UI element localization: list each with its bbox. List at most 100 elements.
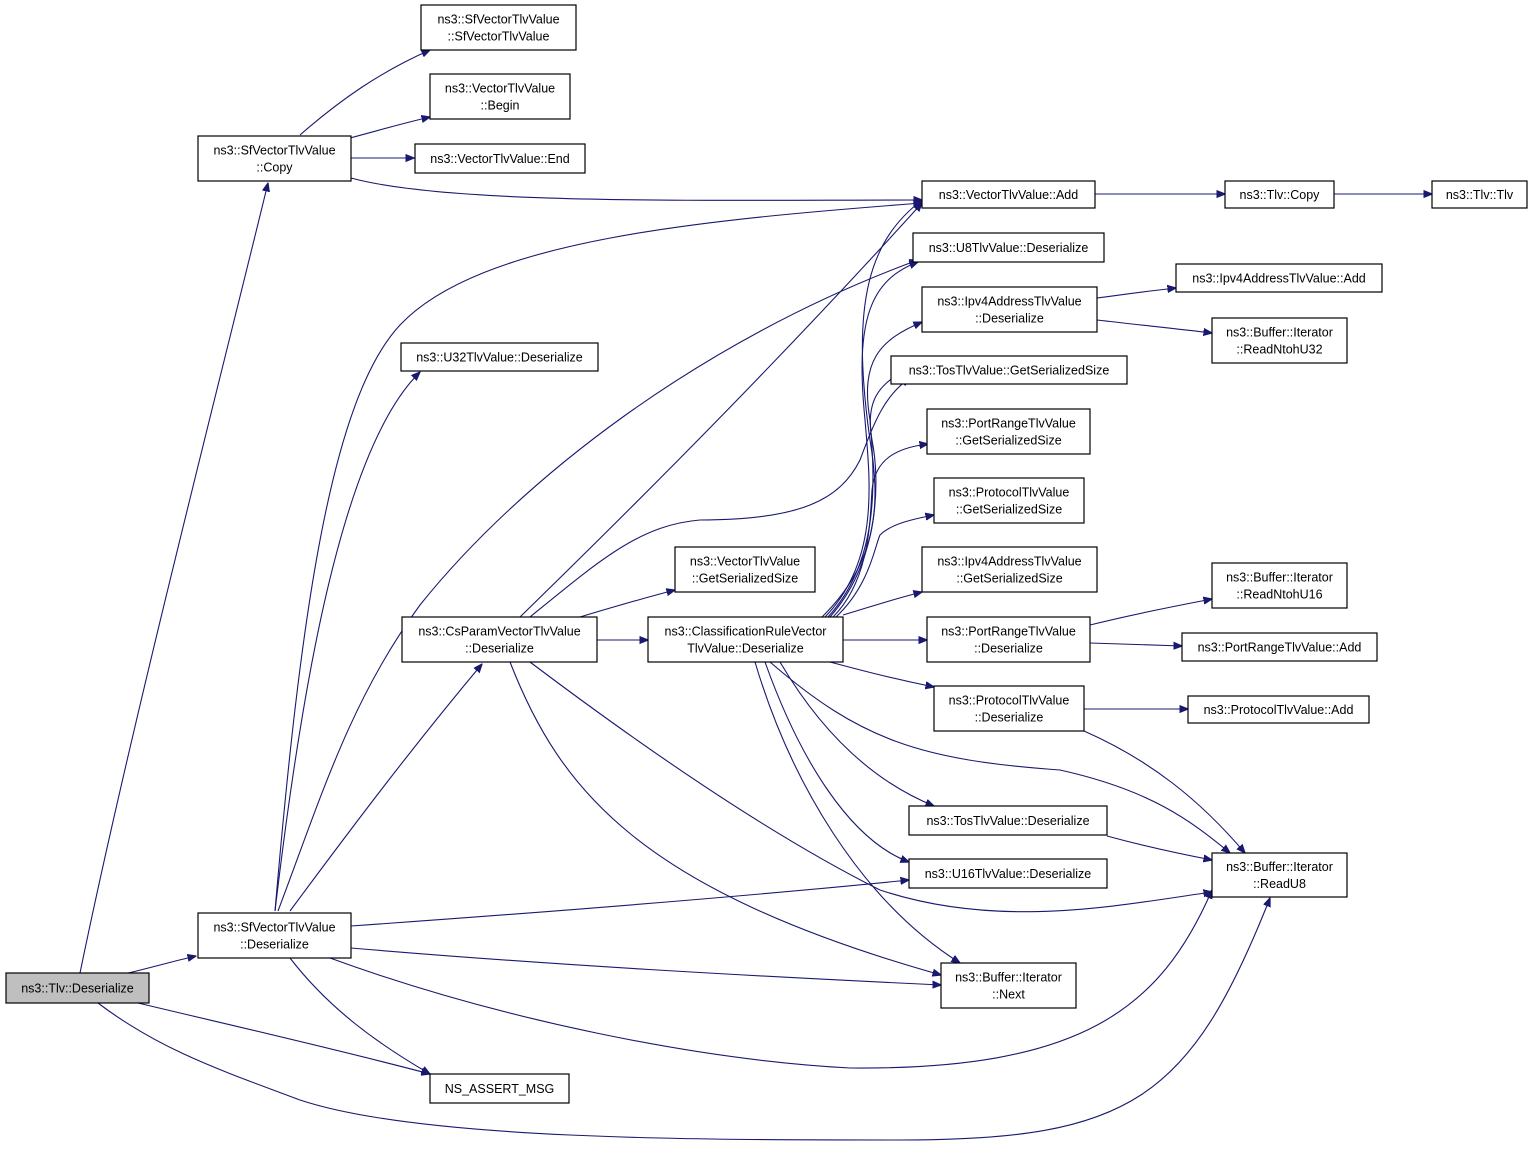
node-label: ns3::SfVectorTlvValue xyxy=(437,13,559,27)
node-vector-getsize[interactable]: ns3::VectorTlvValue::GetSerializedSize xyxy=(674,546,816,593)
edge xyxy=(1096,288,1176,299)
edge xyxy=(79,183,268,974)
edge xyxy=(299,50,430,136)
edge xyxy=(769,661,1230,853)
node-ipv4-add[interactable]: ns3::Ipv4AddressTlvValue::Add xyxy=(1175,263,1383,293)
node-label: ns3::PortRangeTlvValue xyxy=(941,625,1076,639)
edge xyxy=(274,372,420,912)
edge xyxy=(821,200,922,618)
node-label: ns3::U32TlvValue::Deserialize xyxy=(416,351,583,365)
edge xyxy=(97,898,1270,1141)
node-classification-deserialize[interactable]: ns3::ClassificationRuleVectorTlvValue::D… xyxy=(647,616,844,663)
edge xyxy=(289,664,482,912)
node-label: ::GetSerializedSize xyxy=(956,503,1062,517)
node-tlv-tlv[interactable]: ns3::Tlv::Tlv xyxy=(1431,180,1528,209)
node-label: ns3::U8TlvValue::Deserialize xyxy=(929,241,1089,255)
edge xyxy=(1089,599,1212,626)
node-read-ntohu32[interactable]: ns3::Buffer::Iterator::ReadNtohU32 xyxy=(1211,317,1348,364)
node-box xyxy=(921,180,1096,209)
edge xyxy=(832,444,928,618)
edge xyxy=(350,947,941,985)
node-ipv4-deserialize[interactable]: ns3::Ipv4AddressTlvValue::Deserialize xyxy=(921,286,1098,333)
node-box xyxy=(926,616,1091,663)
node-portrange-add[interactable]: ns3::PortRangeTlvValue::Add xyxy=(1181,632,1378,662)
node-label: ::GetSerializedSize xyxy=(692,572,798,586)
node-vector-add[interactable]: ns3::VectorTlvValue::Add xyxy=(921,180,1096,209)
node-label: ::ReadNtohU16 xyxy=(1236,588,1322,602)
node-sfvector-ctor[interactable]: ns3::SfVectorTlvValue::SfVectorTlvValue xyxy=(420,4,577,51)
edge xyxy=(1106,835,1212,860)
node-portrange-getsize[interactable]: ns3::PortRangeTlvValue::GetSerializedSiz… xyxy=(926,408,1091,455)
edge xyxy=(779,661,934,806)
node-box xyxy=(1211,852,1348,898)
node-ipv4-getsize[interactable]: ns3::Ipv4AddressTlvValue::GetSerializedS… xyxy=(921,546,1098,593)
node-label: ns3::SfVectorTlvValue xyxy=(213,921,335,935)
node-box xyxy=(940,962,1077,1009)
node-box xyxy=(400,342,599,372)
node-u16-deserialize[interactable]: ns3::U16TlvValue::Deserialize xyxy=(908,858,1108,889)
node-box xyxy=(1181,632,1378,662)
node-label: ns3::Buffer::Iterator xyxy=(955,971,1062,985)
node-tlv-copy[interactable]: ns3::Tlv::Copy xyxy=(1224,180,1335,209)
edge xyxy=(829,372,902,618)
node-protocol-add[interactable]: ns3::ProtocolTlvValue::Add xyxy=(1187,695,1370,724)
node-tlv-deserialize[interactable]: ns3::Tlv::Deserialize xyxy=(5,972,150,1004)
node-box xyxy=(908,805,1108,836)
node-vector-end[interactable]: ns3::VectorTlvValue::End xyxy=(414,143,586,174)
node-box xyxy=(414,143,586,174)
nodes: ns3::Tlv::Deserialize ns3::SfVectorTlvVa… xyxy=(5,4,1528,1104)
node-label: ::Next xyxy=(992,988,1025,1002)
node-box xyxy=(429,73,571,120)
node-label: ns3::Buffer::Iterator xyxy=(1226,571,1333,585)
node-label: ns3::U16TlvValue::Deserialize xyxy=(925,867,1092,881)
node-label: ns3::PortRangeTlvValue::Add xyxy=(1198,641,1362,655)
edge xyxy=(579,590,675,618)
edge xyxy=(824,262,918,618)
node-box xyxy=(1211,562,1348,609)
node-label: ns3::VectorTlvValue xyxy=(445,82,555,96)
edge xyxy=(350,177,922,200)
edge xyxy=(529,378,910,618)
node-label: ns3::Tlv::Tlv xyxy=(1446,188,1514,202)
node-label: ns3::Ipv4AddressTlvValue xyxy=(937,295,1081,309)
node-read-ntohu16[interactable]: ns3::Buffer::Iterator::ReadNtohU16 xyxy=(1211,562,1348,609)
node-label: ns3::ClassificationRuleVector xyxy=(665,625,827,639)
node-box xyxy=(912,232,1105,263)
edge xyxy=(274,203,922,912)
node-box xyxy=(647,616,844,663)
node-box xyxy=(921,286,1098,333)
edge xyxy=(329,890,1212,1069)
node-tos-getsize[interactable]: ns3::TosTlvValue::GetSerializedSize xyxy=(890,355,1128,385)
node-label: ns3::Ipv4AddressTlvValue xyxy=(937,555,1081,569)
node-vector-begin[interactable]: ns3::VectorTlvValue::Begin xyxy=(429,73,571,120)
node-portrange-deserialize[interactable]: ns3::PortRangeTlvValue::Deserialize xyxy=(926,616,1091,663)
edge xyxy=(519,203,922,618)
node-sfvector-copy[interactable]: ns3::SfVectorTlvValue::Copy xyxy=(197,135,352,182)
node-sfvector-deserialize[interactable]: ns3::SfVectorTlvValue::Deserialize xyxy=(197,912,352,959)
node-ns-assert-msg[interactable]: NS_ASSERT_MSG xyxy=(429,1073,570,1104)
node-label: ::Deserialize xyxy=(240,938,309,952)
node-label: ns3::ProtocolTlvValue xyxy=(949,694,1070,708)
node-iterator-next[interactable]: ns3::Buffer::Iterator::Next xyxy=(940,962,1077,1009)
edge xyxy=(137,1002,430,1074)
node-label: ns3::TosTlvValue::Deserialize xyxy=(926,814,1089,828)
edges xyxy=(79,50,1432,1141)
node-u32-deserialize[interactable]: ns3::U32TlvValue::Deserialize xyxy=(400,342,599,372)
node-protocol-deserialize[interactable]: ns3::ProtocolTlvValue::Deserialize xyxy=(933,685,1085,732)
node-box xyxy=(933,477,1085,524)
node-csparam-deserialize[interactable]: ns3::CsParamVectorTlvValue::Deserialize xyxy=(401,616,598,663)
node-tos-deserialize[interactable]: ns3::TosTlvValue::Deserialize xyxy=(908,805,1108,836)
edge xyxy=(1089,643,1182,646)
node-box xyxy=(933,685,1085,732)
node-label: ::ReadNtohU32 xyxy=(1236,343,1322,357)
node-label: ::Deserialize xyxy=(975,312,1044,326)
node-protocol-getsize[interactable]: ns3::ProtocolTlvValue::GetSerializedSize xyxy=(933,477,1085,524)
node-read-u8[interactable]: ns3::Buffer::Iterator::ReadU8 xyxy=(1211,852,1348,898)
node-box xyxy=(674,546,816,593)
node-u8-deserialize[interactable]: ns3::U8TlvValue::Deserialize xyxy=(912,232,1105,263)
node-box xyxy=(921,546,1098,593)
edge xyxy=(1083,730,1245,853)
node-box xyxy=(1431,180,1528,209)
node-label: ns3::CsParamVectorTlvValue xyxy=(418,625,580,639)
node-label: NS_ASSERT_MSG xyxy=(445,1082,555,1096)
